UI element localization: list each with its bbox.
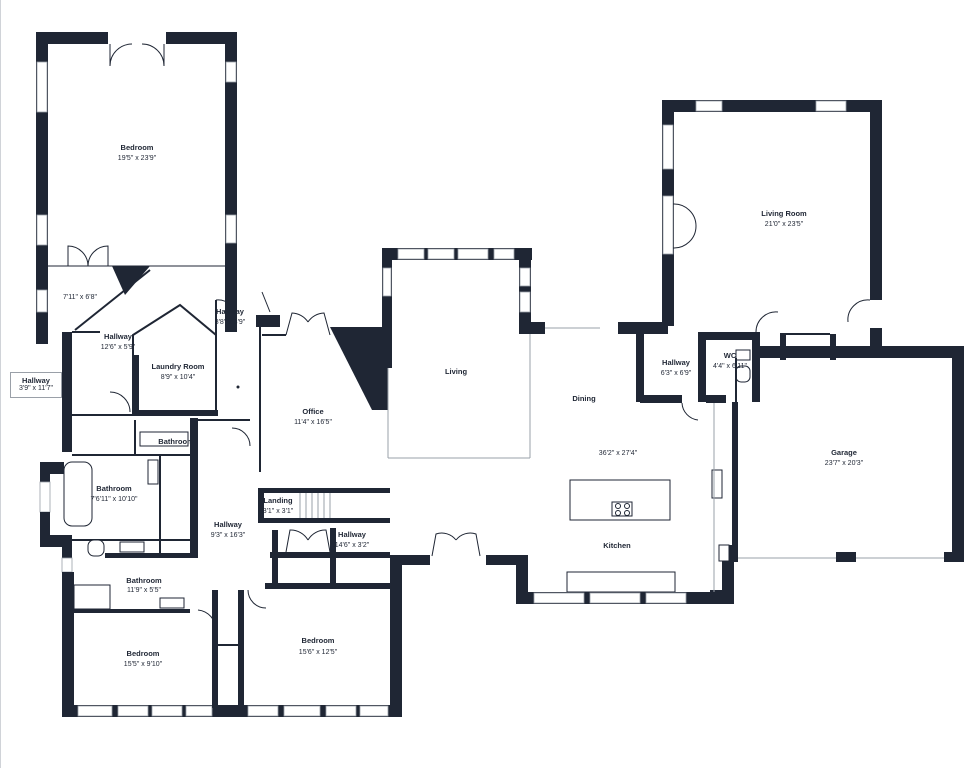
hallway-a-dims: 12'6" x 5'9" [101,344,136,351]
hallway-f-name: Hallway [662,358,691,367]
hallway-callout: Hallway 3'9" x 11'7" [10,372,62,398]
hallway-c-dims: 3'9" x 11'7" [19,385,53,392]
garage-walls [713,346,964,592]
living-room-dims: 21'0" x 23'5" [765,221,804,228]
landing-dims: 3'1" x 3'1" [263,508,294,515]
room-labels: Bedroom 19'5" x 23'9" 7'11" x 6'8" Hallw… [63,143,864,668]
left-wing-walls [39,269,430,717]
bedroom-sw-dims: 15'5" x 9'10" [124,661,163,668]
dining-name: Dining [572,394,596,403]
bathroom-small-name: Bathroom [158,437,194,446]
page-edge [0,0,1,768]
office-name: Office [302,407,323,416]
hallway-b-dims: 8'8" x 3'9" [215,319,246,326]
bathroom-left-name: Bathroom [96,484,132,493]
hallway-e-dims: 14'6" x 3'2" [335,542,370,549]
laundry-dims: 8'9" x 10'4" [161,374,196,381]
hallway-f-dims: 6'3" x 6'9" [661,370,692,377]
hallway-d-dims: 9'3" x 16'3" [211,532,246,539]
laundry-name: Laundry Room [152,362,205,371]
living-room-walls [636,100,882,421]
bedroom-sw-name: Bedroom [127,649,160,658]
bedroom-top-walls [36,32,237,344]
garage-dims: 23'7" x 20'3" [825,460,864,467]
bedroom-s-dims: 15'6" x 12'5" [299,649,338,656]
bedroom-top-name: Bedroom [121,143,154,152]
living-name: Living [445,367,468,376]
bathroom-low-name: Bathroom [126,576,162,585]
hallway-d-name: Hallway [214,520,243,529]
kitchen-name: Kitchen [603,541,631,550]
hallway-b-name: Hallway [216,307,245,316]
bathroom-left-dims: 7'6'11" x 10'10" [91,496,139,503]
living-room-name: Living Room [761,209,807,218]
bathroom-low-dims: 11'9" x 5'5" [127,587,161,594]
kitchen-dims: 36'2" x 27'4" [599,450,638,457]
centre-walls [258,248,734,604]
office-dims: 11'4" x 16'5" [294,419,332,426]
bedroom-s-name: Bedroom [302,636,335,645]
hallway-c-name: Hallway [22,376,50,385]
left-wing-fixtures [63,385,240,610]
garage-name: Garage [831,448,857,457]
wc-name: WC [724,351,737,360]
kitchen-fixtures [566,469,730,593]
closet-dims: 7'11" x 6'8" [63,294,97,301]
wc-dims: 4'4" x 6'11" [713,363,747,370]
landing-name: Landing [263,496,293,505]
bedroom-top-dims: 19'5" x 23'9" [118,155,157,162]
hallway-a-name: Hallway [104,332,133,341]
hallway-e-name: Hallway [338,530,367,539]
